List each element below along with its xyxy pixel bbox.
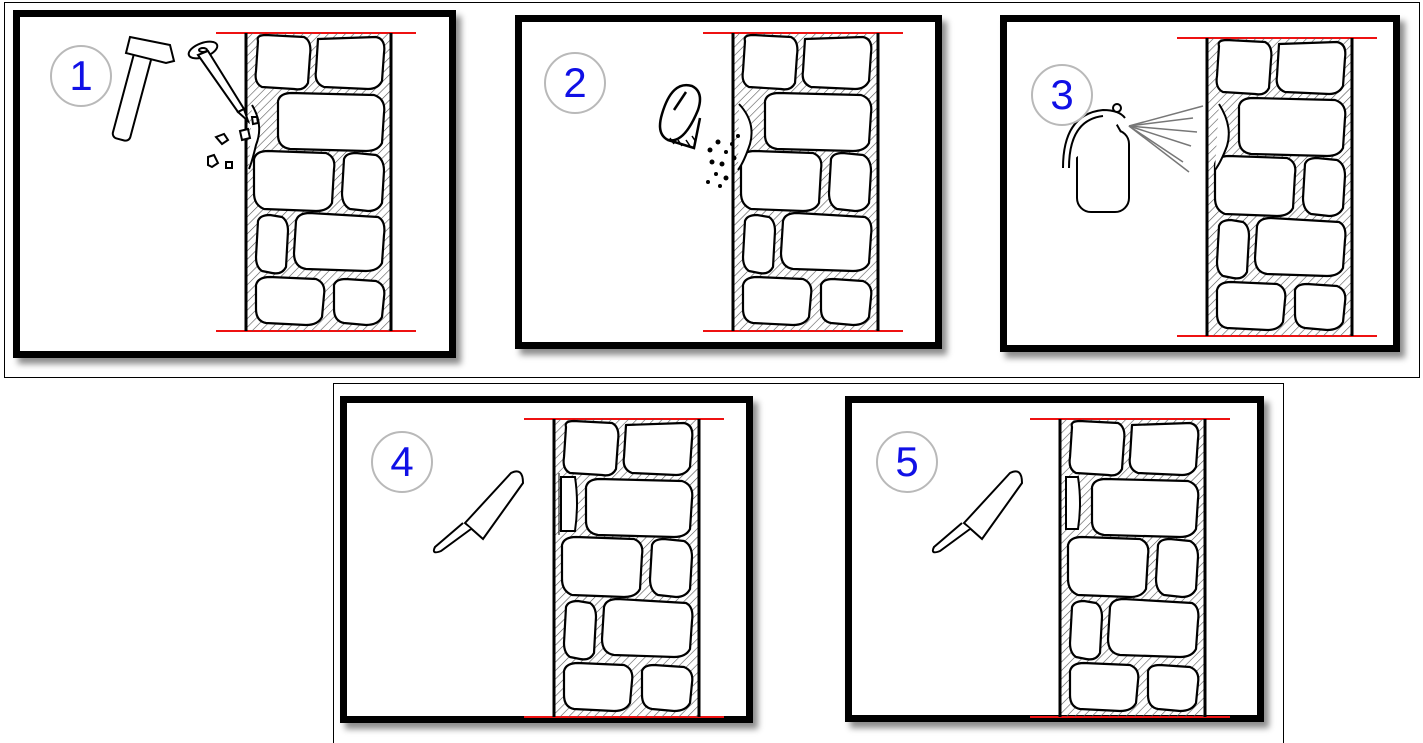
step-number: 2 bbox=[563, 62, 586, 104]
trowel-icon bbox=[933, 471, 1022, 552]
trowel-icon bbox=[434, 471, 523, 552]
step-panel-4: 4 bbox=[340, 396, 753, 723]
step-panel-3: 3 bbox=[1000, 15, 1400, 352]
step-panel-2: 2 bbox=[515, 15, 942, 349]
step-number-badge: 4 bbox=[371, 431, 433, 493]
filled-joint bbox=[561, 477, 577, 531]
step-number-badge: 2 bbox=[544, 52, 606, 114]
step-number-badge: 5 bbox=[876, 431, 938, 493]
step-panel-1: 1 bbox=[13, 10, 456, 358]
step-number-badge: 1 bbox=[50, 45, 112, 107]
hammer-icon bbox=[112, 37, 174, 142]
step-panel-5: 5 bbox=[845, 396, 1264, 722]
spray-mist bbox=[1129, 106, 1203, 172]
wall bbox=[216, 33, 416, 331]
step-number: 1 bbox=[69, 55, 92, 97]
finished-joint bbox=[1066, 477, 1080, 529]
step-number: 5 bbox=[895, 441, 918, 483]
step-number: 3 bbox=[1050, 74, 1073, 116]
step-number: 4 bbox=[390, 441, 413, 483]
chisel-icon bbox=[187, 38, 248, 121]
step-number-badge: 3 bbox=[1031, 64, 1093, 126]
brush-icon bbox=[660, 85, 700, 148]
